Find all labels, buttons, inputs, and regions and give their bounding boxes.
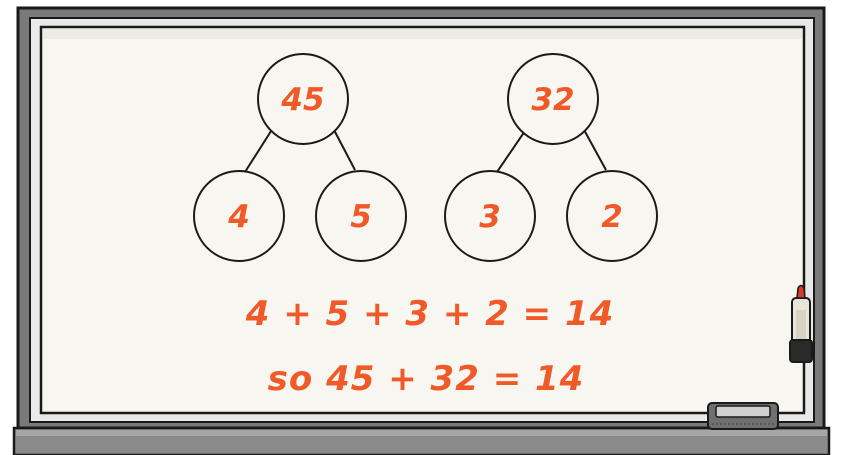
board-surface-shadow xyxy=(43,29,802,39)
board-surface xyxy=(39,25,806,415)
tree-1-root-label: 45 xyxy=(280,82,324,118)
tree-2-right-label: 2 xyxy=(601,199,623,235)
tree-1-right-node: 5 xyxy=(315,170,407,262)
tree-2-root-node: 32 xyxy=(507,53,599,145)
tree-2-right-node: 2 xyxy=(566,170,658,262)
tree-1: 45 4 5 xyxy=(193,53,407,262)
tree-2-left-label: 3 xyxy=(479,199,501,235)
eraser-icon xyxy=(707,402,779,430)
tree-1-root-node: 45 xyxy=(257,53,349,145)
tree-1-left-label: 4 xyxy=(227,199,250,235)
chalk-tray-highlight xyxy=(16,430,827,436)
tree-2-root-label: 32 xyxy=(531,82,574,118)
marker-icon xyxy=(789,284,813,363)
equation-sum: 4 + 5 + 3 + 2 = 14 xyxy=(245,294,615,334)
equation-conclusion: so 45 + 32 = 14 xyxy=(268,359,585,399)
tree-connectors xyxy=(244,127,607,173)
tree-1-right-label: 5 xyxy=(350,199,372,235)
tree-2: 32 3 2 xyxy=(444,53,658,262)
tree-1-left-node: 4 xyxy=(193,170,285,262)
tree-2-left-node: 3 xyxy=(444,170,536,262)
